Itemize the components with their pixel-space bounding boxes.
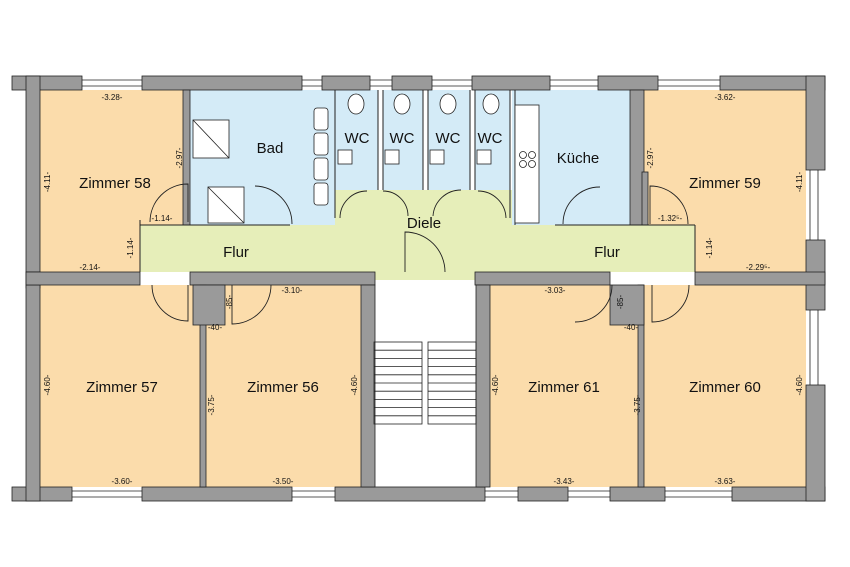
dim-z59-height: -4.11- bbox=[795, 172, 804, 193]
dim-z60-height-right: -4.60- bbox=[795, 374, 804, 395]
dim-z60-niche: -85- bbox=[616, 295, 625, 310]
dim-z58-bottom: -2.14- bbox=[80, 263, 101, 272]
walls bbox=[11, 75, 826, 502]
toilet-2 bbox=[393, 93, 411, 115]
dim-z58-bad-side: -2.97- bbox=[175, 147, 184, 168]
dim-z59-bottom: -2.29⁵- bbox=[746, 263, 771, 272]
door-zimmer-60 bbox=[651, 284, 690, 323]
dimension-labels: -3.28- -4.11- -2.97- -1.14- -1.14- -2.14… bbox=[43, 93, 804, 486]
windows bbox=[72, 79, 819, 498]
dim-z56-height-right: -4.60- bbox=[350, 374, 359, 395]
label-flur-right: Flur bbox=[594, 244, 620, 261]
toilet-3 bbox=[439, 93, 457, 115]
dim-z61-top: -3.03- bbox=[545, 286, 566, 295]
dim-z61-width: -3.43- bbox=[554, 477, 575, 486]
label-zimmer-59: Zimmer 59 bbox=[689, 175, 761, 192]
dim-z57-width: -3.60- bbox=[112, 477, 133, 486]
dim-z58-height: -4.11- bbox=[43, 172, 52, 193]
label-kueche: Küche bbox=[557, 150, 600, 167]
dim-z59-kueche-side: -2.97- bbox=[646, 147, 655, 168]
corridor-floor bbox=[140, 190, 695, 285]
door-zimmer-61 bbox=[574, 284, 613, 323]
dim-z60-height-left: -3.75- bbox=[633, 394, 642, 415]
dim-z56-niche-width: -40- bbox=[208, 323, 223, 332]
label-wc-3: WC bbox=[436, 130, 461, 147]
door-wc-4 bbox=[477, 190, 507, 219]
dim-z60-width: -3.63- bbox=[715, 477, 736, 486]
door-stairwell bbox=[404, 231, 446, 273]
dim-z58-flur-width: -1.14- bbox=[152, 214, 173, 223]
toilet-1 bbox=[347, 93, 365, 115]
label-zimmer-58: Zimmer 58 bbox=[79, 175, 151, 192]
label-zimmer-61: Zimmer 61 bbox=[528, 379, 600, 396]
dim-z56-niche: -85- bbox=[225, 295, 234, 310]
dim-z56-width: -3.50- bbox=[273, 477, 294, 486]
label-bad: Bad bbox=[257, 140, 284, 157]
label-flur-left: Flur bbox=[223, 244, 249, 261]
zimmer-60-floor bbox=[644, 285, 806, 487]
door-zimmer-57 bbox=[151, 284, 189, 322]
door-wc-1 bbox=[339, 190, 368, 219]
dim-z60-niche-width: -40- bbox=[624, 323, 639, 332]
dim-z57-height: -4.60- bbox=[43, 374, 52, 395]
zimmer-57-floor bbox=[40, 285, 200, 487]
zimmer-56-floor bbox=[205, 285, 361, 487]
dim-z58-width: -3.28- bbox=[102, 93, 123, 102]
label-wc-4: WC bbox=[478, 130, 503, 147]
door-wc-3 bbox=[432, 189, 462, 217]
label-zimmer-56: Zimmer 56 bbox=[247, 379, 319, 396]
dim-z59-flur-width: -1.32⁵- bbox=[658, 214, 683, 223]
door-wc-2 bbox=[382, 190, 409, 217]
dim-z59-width: -3.62- bbox=[715, 93, 736, 102]
room-labels: Zimmer 58 Zimmer 57 Zimmer 56 Zimmer 61 … bbox=[79, 130, 761, 396]
label-wc-1: WC bbox=[345, 130, 370, 147]
dim-z56-height-left: -3.75- bbox=[207, 394, 216, 415]
door-bad bbox=[254, 185, 293, 225]
label-zimmer-60: Zimmer 60 bbox=[689, 379, 761, 396]
dim-z59-flur-height: -1.14- bbox=[705, 237, 714, 258]
stairs bbox=[373, 341, 477, 425]
toilet-4 bbox=[482, 93, 500, 115]
label-zimmer-57: Zimmer 57 bbox=[86, 379, 158, 396]
label-wc-2: WC bbox=[390, 130, 415, 147]
door-kueche bbox=[562, 186, 601, 225]
doors bbox=[149, 183, 690, 325]
door-zimmer-58 bbox=[149, 183, 189, 223]
fixtures bbox=[192, 93, 540, 224]
dim-z56-top: -3.10- bbox=[282, 286, 303, 295]
door-zimmer-56 bbox=[231, 284, 272, 325]
dim-z58-flur-height: -1.14- bbox=[126, 237, 135, 258]
stairwell-floor bbox=[372, 280, 476, 487]
dim-z61-height: -4.60- bbox=[491, 374, 500, 395]
door-zimmer-59 bbox=[649, 185, 689, 225]
label-diele: Diele bbox=[407, 215, 441, 232]
